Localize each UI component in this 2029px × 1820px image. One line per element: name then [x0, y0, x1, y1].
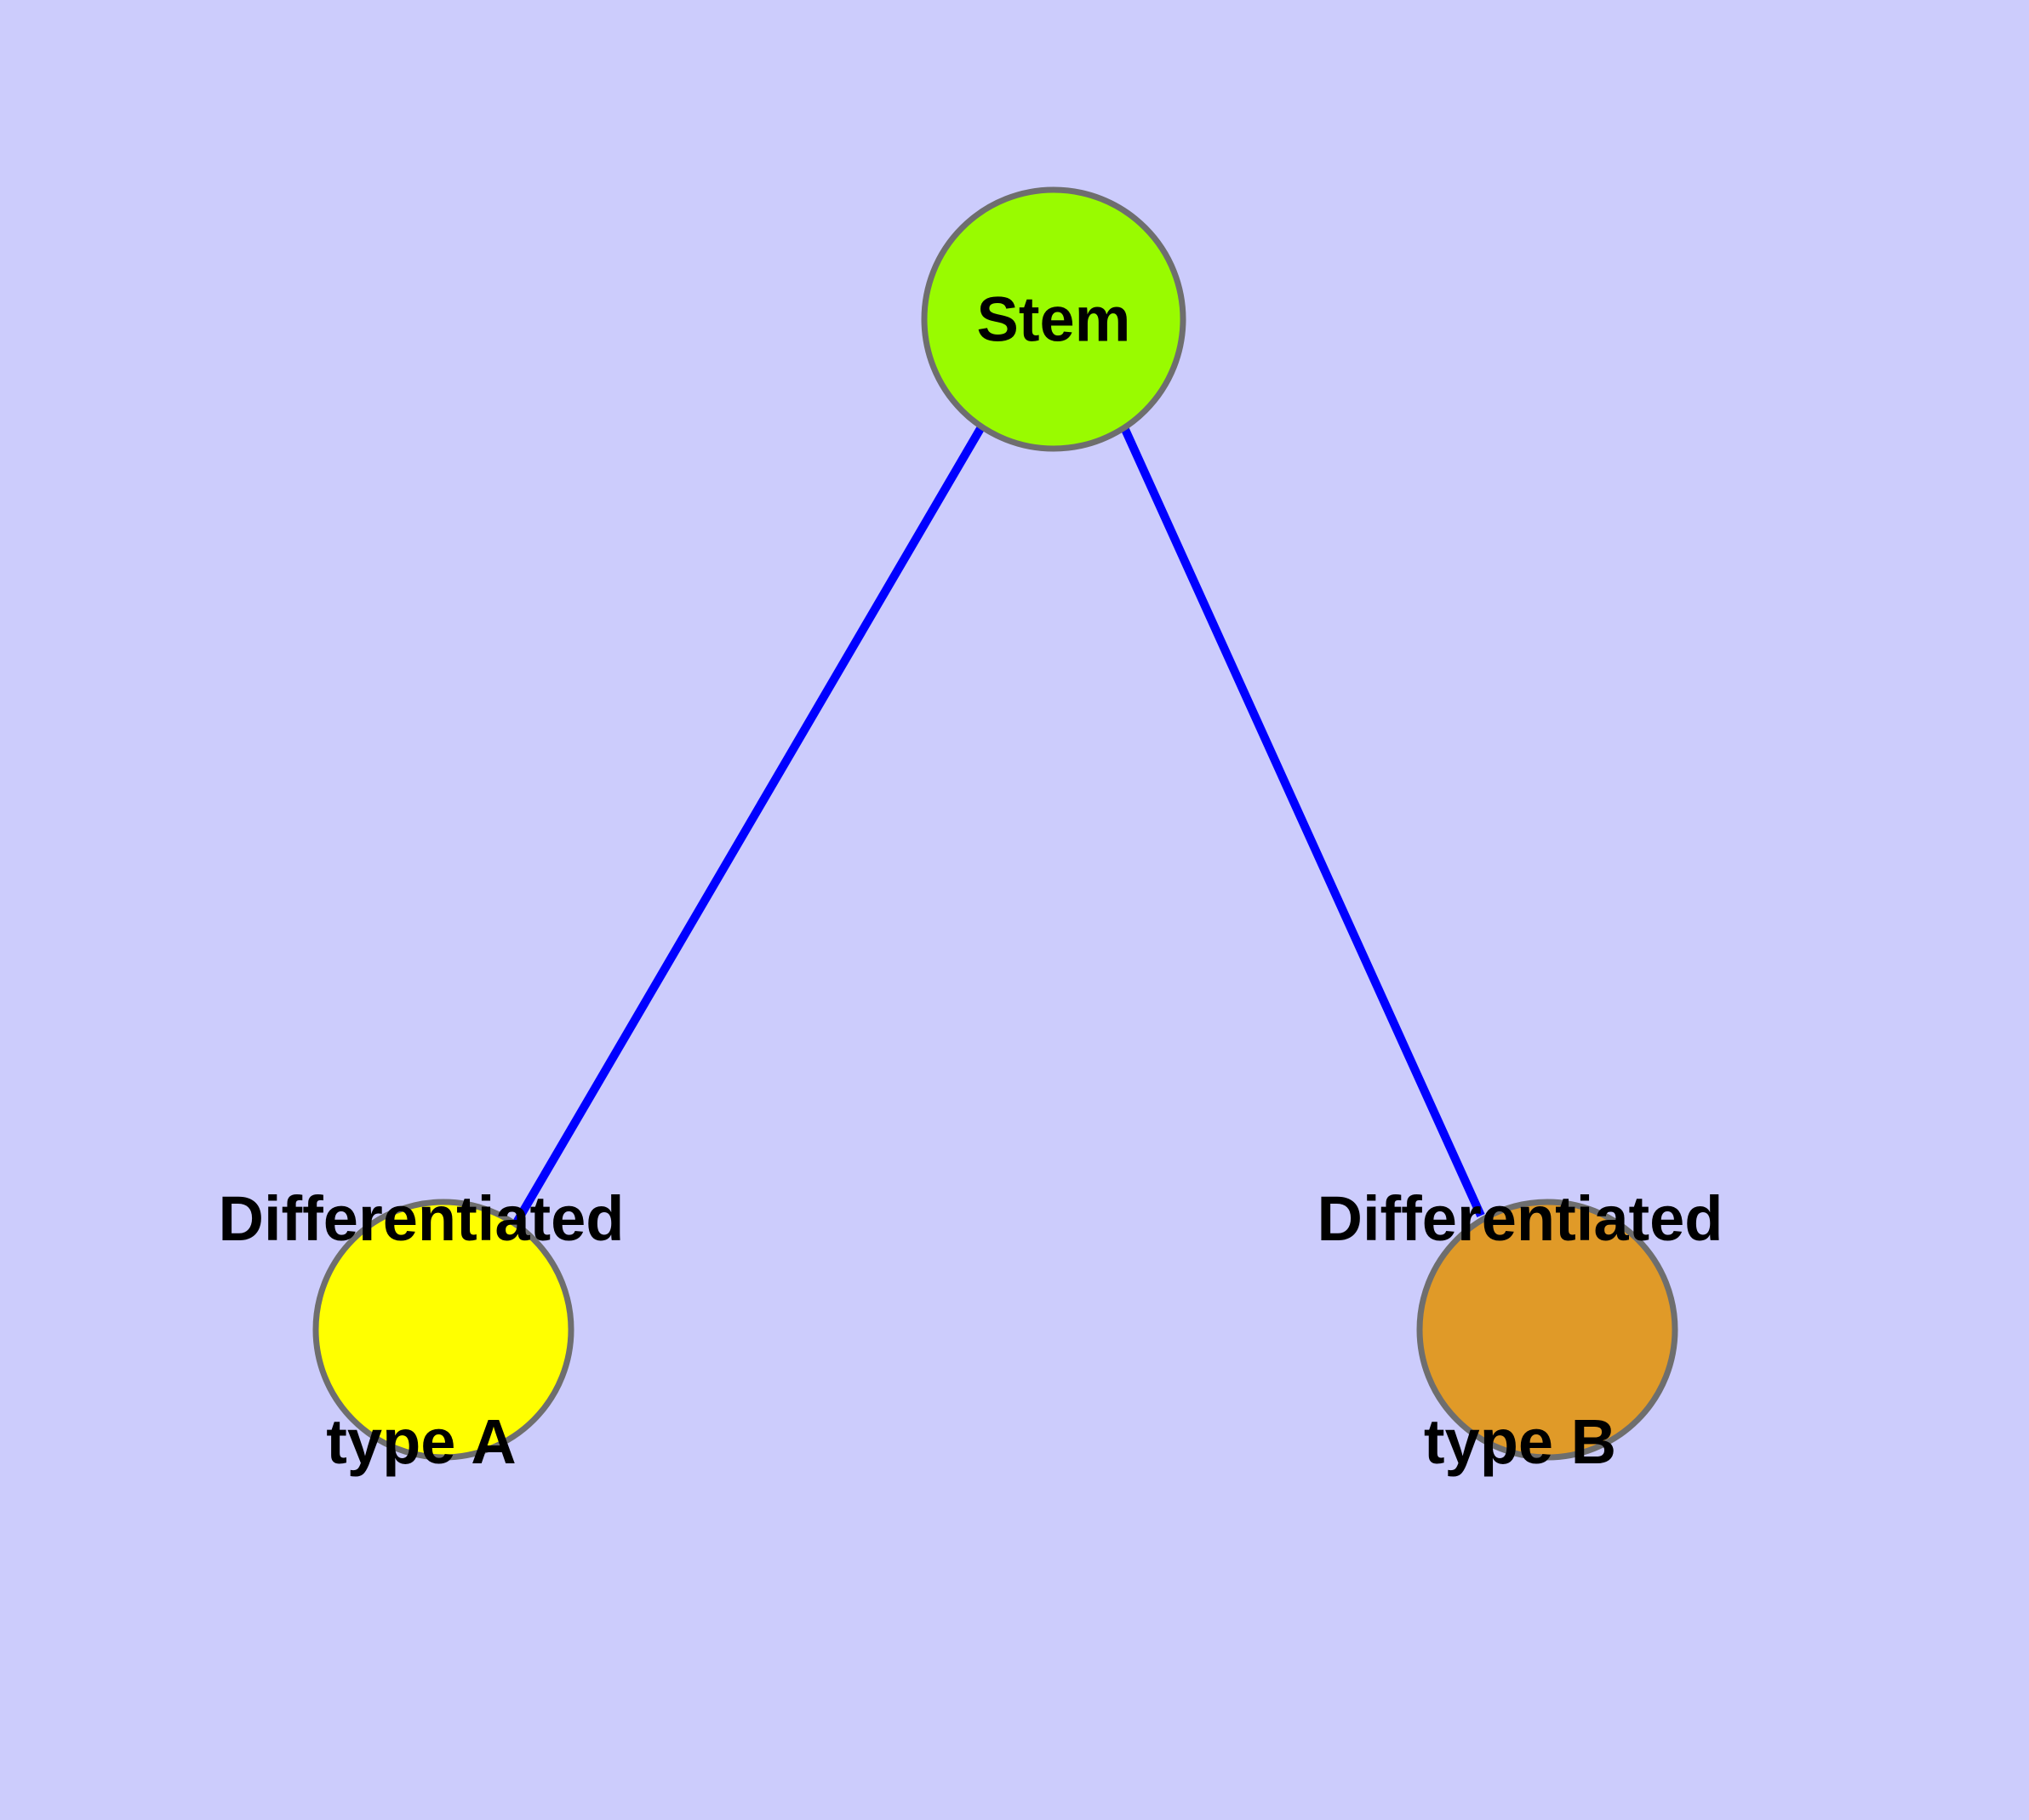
node-layer [312, 186, 1678, 1461]
edge-stem-to-diff-b[interactable] [1119, 423, 1485, 1218]
node-differentiated-type-b[interactable] [1420, 1202, 1675, 1457]
edge-stem-to-diff-a[interactable] [512, 423, 986, 1225]
node-diff-b-circle[interactable] [1416, 1199, 1678, 1461]
node-stem[interactable] [924, 190, 1183, 449]
node-stem-circle[interactable] [921, 186, 1186, 452]
edge-layer [512, 423, 1485, 1225]
node-differentiated-type-a[interactable] [316, 1202, 571, 1457]
node-diff-a-circle[interactable] [312, 1199, 574, 1461]
